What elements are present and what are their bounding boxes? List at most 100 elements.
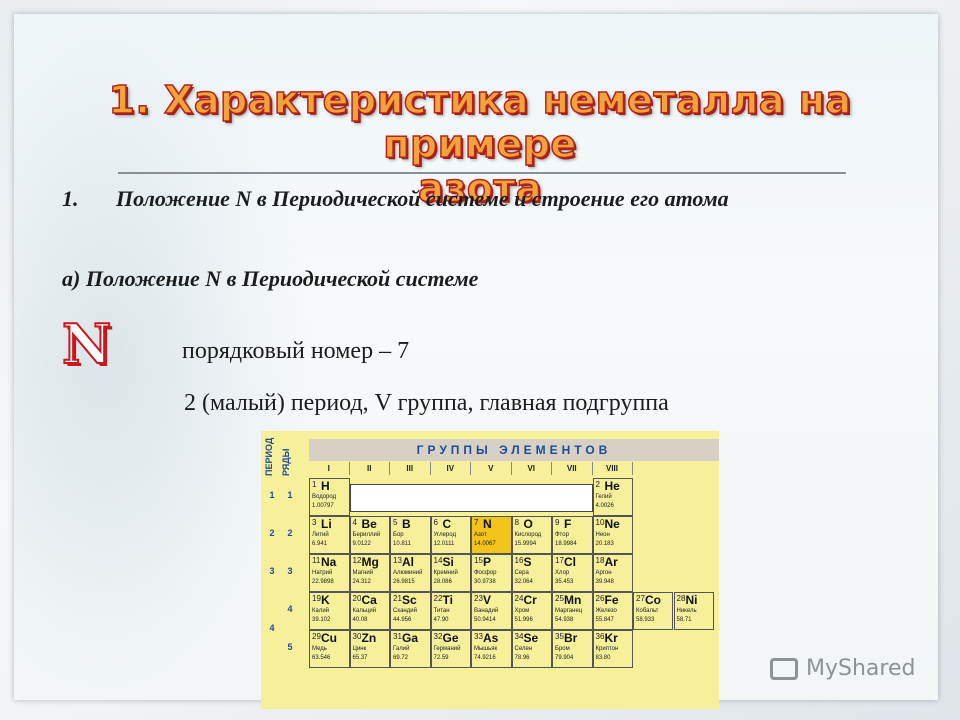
atomic-mass: 55.847 [595,617,614,623]
atomic-number: 12 [352,556,362,565]
element-symbol: F [564,517,572,531]
atomic-mass: 54.938 [555,617,574,623]
slide-title: 1. Характеристика неметалла на примере а… [20,77,940,211]
group-header: VII [552,462,593,475]
atomic-mass: 18.9984 [555,541,577,547]
atomic-number: 15 [474,556,483,565]
element-name: Калий [312,608,330,614]
element-name: Натрий [312,570,333,576]
element-name: Аргон [595,570,612,576]
element-symbol: K [321,593,330,607]
element-symbol: He [604,479,620,493]
atomic-mass: 50.9414 [474,617,496,623]
period-label: 1 [269,490,275,500]
atomic-mass: 51.996 [514,617,533,623]
element-name: Медь [312,646,327,652]
period-label: 2 [269,528,275,538]
atomic-mass: 78.96 [514,655,530,661]
element-symbol: Si [442,555,454,569]
element-symbol: Ti [442,593,453,607]
atomic-mass: 58.933 [636,617,655,623]
element-symbol: Na [321,555,337,569]
atomic-mass: 20.183 [595,541,614,547]
element-symbol: P [483,555,492,569]
item-text: Положение N в Периодической системе и ст… [116,186,729,211]
atomic-number: 32 [433,632,443,641]
element-name: Гелий [595,494,612,500]
atomic-number-line: порядковый номер – 7 [182,338,410,364]
element-name: Бор [393,532,404,538]
element-symbol: Ne [604,517,620,531]
element-symbol: V [483,593,492,607]
element-name: Кальций [352,608,377,614]
element-symbol: As [483,631,499,645]
atomic-number: 26 [595,594,605,603]
atomic-mass: 39.102 [312,617,331,623]
element-symbol: Br [564,631,578,645]
table-background [261,431,719,709]
atomic-number: 25 [555,594,564,603]
element-symbol: Mg [361,555,379,569]
element-symbol: Co [645,593,661,607]
atomic-mass: 40.08 [352,617,368,623]
row-column-label: РЯДЫ [281,448,291,476]
atomic-number: 9 [555,518,560,527]
element-symbol: H [321,479,330,493]
atomic-mass: 28.086 [433,579,452,585]
group-header: II [350,462,390,475]
element-name: Хром [514,608,530,614]
element-symbol: S [523,555,532,569]
element-symbol: C [442,517,452,531]
atomic-mass: 63.546 [312,655,331,661]
atomic-mass: 44.956 [393,617,412,623]
element-name: Фтор [555,532,569,538]
element-symbol: Se [523,631,539,645]
atomic-mass: 14.0067 [474,541,496,547]
group-header: V [471,462,512,475]
atomic-mass: 26.9815 [393,579,415,585]
atomic-mass: 74.9216 [474,655,496,661]
atomic-mass: 47.90 [433,617,449,623]
row-label: 5 [287,642,293,652]
empty-block [349,484,593,512]
element-name: Алюминий [393,570,423,576]
atomic-number: 28 [676,594,686,603]
element-symbol: Fe [604,593,619,607]
row-label: 3 [287,566,293,576]
element-name: Кремний [433,570,458,576]
atomic-number: 36 [595,632,605,641]
row-label: 1 [287,490,293,500]
period-column-label: ПЕРИОД [264,437,274,476]
element-name: Бериллий [352,532,381,538]
atomic-number: 20 [352,594,362,603]
element-name: Фосфор [474,570,497,576]
atomic-mass: 39.948 [595,579,614,585]
atomic-mass: 6.941 [312,541,328,547]
atomic-number: 11 [312,556,321,565]
element-symbol: Li [321,517,332,531]
atomic-mass: 65.37 [352,655,368,661]
atomic-mass: 83.80 [595,655,611,661]
nitrogen-symbol: N [61,312,112,376]
element-name: Водород [312,494,337,500]
atomic-mass: 79.904 [555,655,574,661]
element-symbol: Mn [564,593,582,607]
element-symbol: Ca [361,593,377,607]
element-symbol: Ga [402,631,419,645]
